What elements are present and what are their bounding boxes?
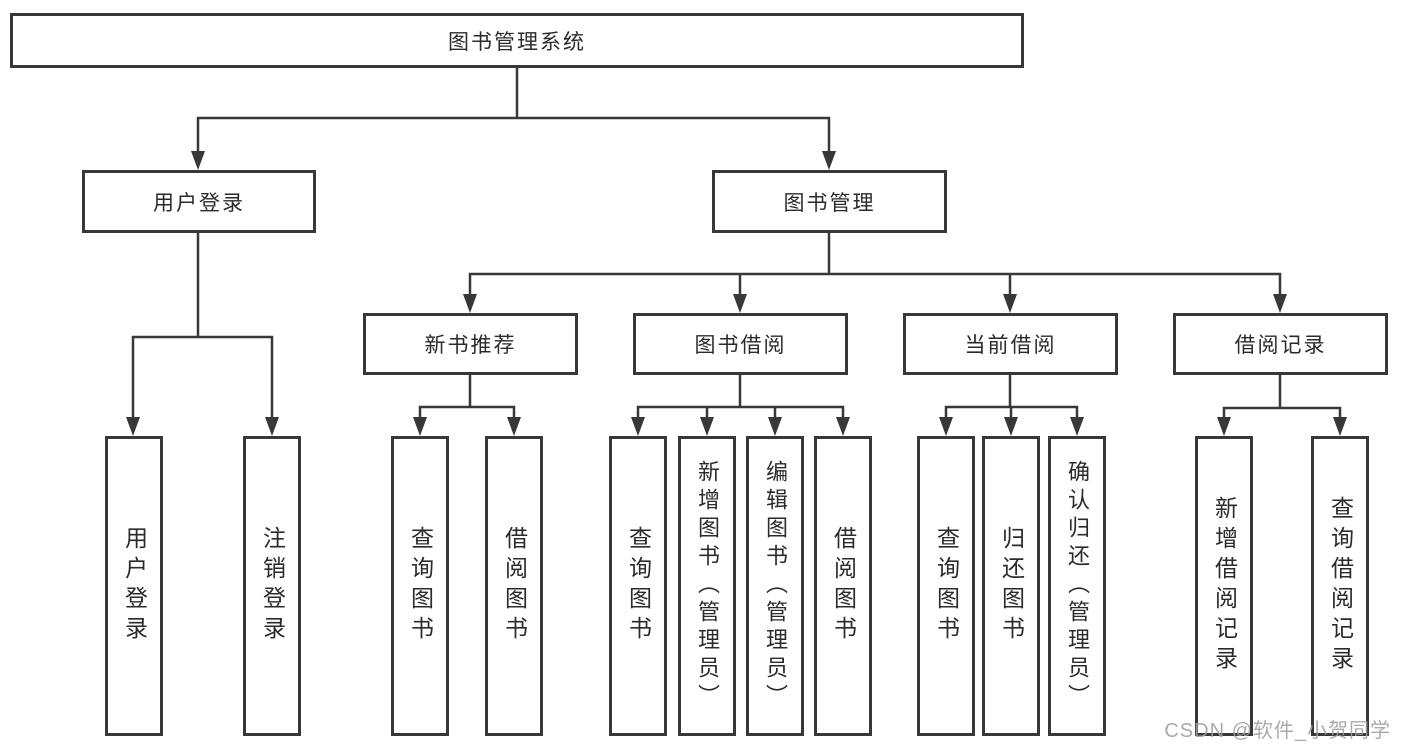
leaf-borrow-borrow-books: 借阅图书 bbox=[814, 436, 872, 736]
leaf-borrow-edit-books-admin: 编辑图书（管理员） bbox=[746, 436, 804, 736]
leaf-recommend-query-books: 查询图书 bbox=[391, 436, 449, 736]
node-new-book-recommendation: 新书推荐 bbox=[363, 313, 578, 375]
leaf-records-add-borrow-record: 新增借阅记录 bbox=[1195, 436, 1253, 736]
leaf-logout: 注销登录 bbox=[243, 436, 301, 736]
leaf-label: 借阅图书 bbox=[501, 526, 528, 646]
leaf-label: 新增图书（管理员） bbox=[695, 460, 720, 712]
node-user-login: 用户登录 bbox=[82, 170, 316, 233]
node-label: 当前借阅 bbox=[964, 334, 1057, 357]
leaf-user-login: 用户登录 bbox=[105, 436, 163, 736]
leaf-records-query-borrow-record: 查询借阅记录 bbox=[1311, 436, 1369, 736]
leaf-label: 查询图书 bbox=[407, 526, 434, 646]
leaf-label: 确认归还（管理员） bbox=[1065, 460, 1090, 712]
leaf-label: 查询图书 bbox=[933, 526, 960, 646]
node-label: 借阅记录 bbox=[1234, 334, 1327, 357]
node-label: 图书管理 bbox=[783, 191, 876, 215]
leaf-label: 编辑图书（管理员） bbox=[763, 460, 788, 712]
leaf-borrow-query-books: 查询图书 bbox=[609, 436, 667, 736]
leaf-current-confirm-return-admin: 确认归还（管理员） bbox=[1048, 436, 1106, 736]
leaf-borrow-add-books-admin: 新增图书（管理员） bbox=[678, 436, 736, 736]
leaf-label: 用户登录 bbox=[121, 526, 148, 646]
node-label: 图书管理系统 bbox=[448, 30, 586, 54]
watermark: CSDN @软件_小贺同学 bbox=[1164, 720, 1391, 742]
leaf-label: 归还图书 bbox=[998, 526, 1025, 646]
leaf-recommend-borrow-books: 借阅图书 bbox=[485, 436, 543, 736]
leaf-label: 查询借阅记录 bbox=[1327, 496, 1354, 676]
leaf-label: 注销登录 bbox=[259, 526, 286, 646]
leaf-label: 新增借阅记录 bbox=[1211, 496, 1238, 676]
node-library-management-system: 图书管理系统 bbox=[10, 13, 1024, 68]
node-current-borrowing: 当前借阅 bbox=[903, 313, 1118, 375]
leaf-label: 查询图书 bbox=[625, 526, 652, 646]
node-label: 新书推荐 bbox=[424, 334, 517, 357]
leaf-current-query-books: 查询图书 bbox=[917, 436, 975, 736]
node-label: 用户登录 bbox=[153, 191, 245, 215]
leaf-label: 借阅图书 bbox=[830, 526, 857, 646]
leaf-current-return-books: 归还图书 bbox=[982, 436, 1040, 736]
node-book-borrowing: 图书借阅 bbox=[633, 313, 848, 375]
node-borrowing-records: 借阅记录 bbox=[1173, 313, 1388, 375]
node-book-management: 图书管理 bbox=[712, 170, 947, 233]
node-label: 图书借阅 bbox=[694, 334, 787, 357]
